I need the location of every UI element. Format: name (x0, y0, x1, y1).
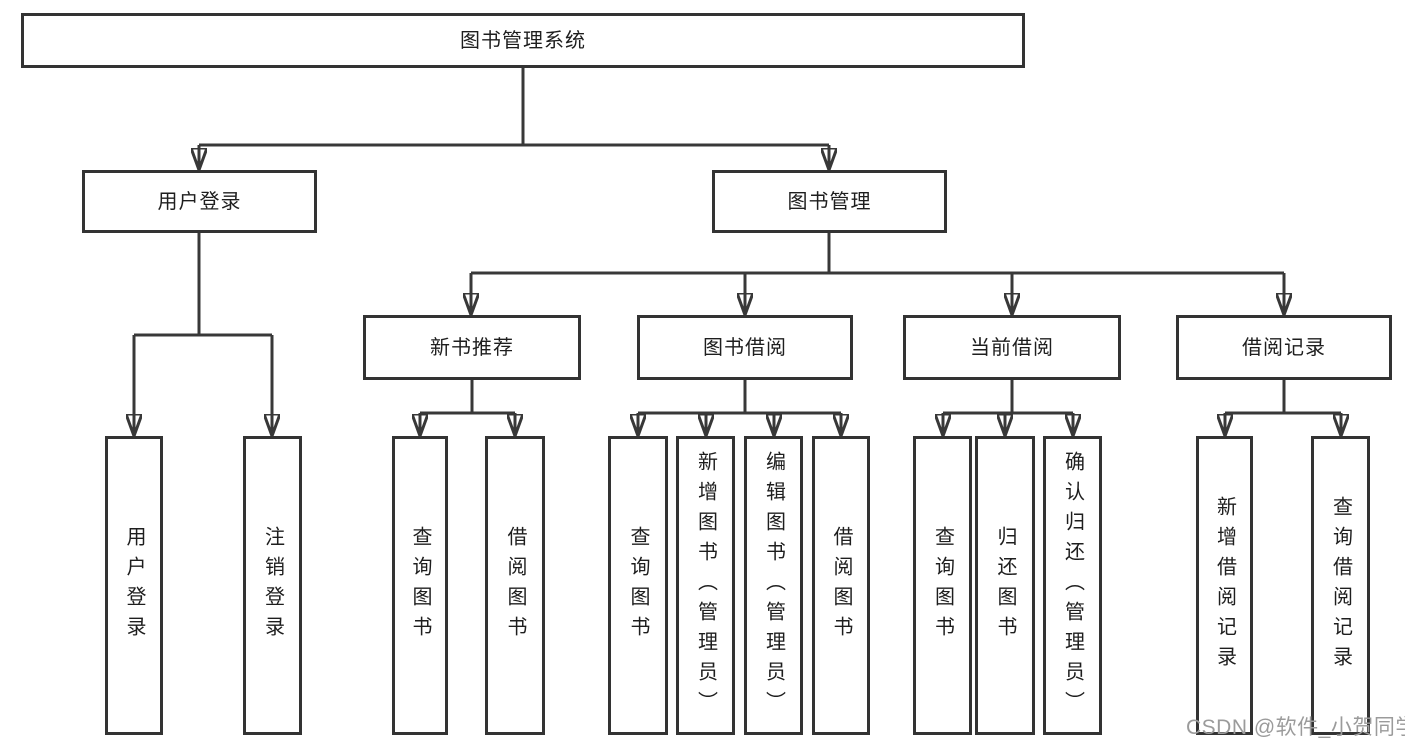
node-book-management: 图书管理 (712, 170, 947, 233)
leaf-return-book: 归还图书 (975, 436, 1035, 735)
leaf-logout: 注销登录 (243, 436, 302, 735)
leaf-query-books-recommend: 查询图书 (392, 436, 448, 735)
leaf-add-book-admin: 新增图书（管理员） (676, 436, 735, 735)
leaf-edit-book-admin: 编辑图书（管理员） (744, 436, 803, 735)
leaf-borrow-books-recommend: 借阅图书 (485, 436, 545, 735)
leaf-query-books-current: 查询图书 (913, 436, 972, 735)
leaf-borrow-books: 借阅图书 (812, 436, 870, 735)
node-book-borrow: 图书借阅 (637, 315, 853, 380)
leaf-confirm-return-admin: 确认归还（管理员） (1043, 436, 1102, 735)
node-new-book-recommend: 新书推荐 (363, 315, 581, 380)
node-borrow-records: 借阅记录 (1176, 315, 1392, 380)
leaf-user-login: 用户登录 (105, 436, 163, 735)
leaf-query-books-borrow: 查询图书 (608, 436, 668, 735)
node-user-login: 用户登录 (82, 170, 317, 233)
node-current-borrow: 当前借阅 (903, 315, 1121, 380)
csdn-watermark: CSDN @软件_小贺同学 (1186, 716, 1405, 739)
leaf-add-borrow-record: 新增借阅记录 (1196, 436, 1253, 735)
node-library-management-system: 图书管理系统 (21, 13, 1025, 68)
leaf-query-borrow-record: 查询借阅记录 (1311, 436, 1370, 735)
